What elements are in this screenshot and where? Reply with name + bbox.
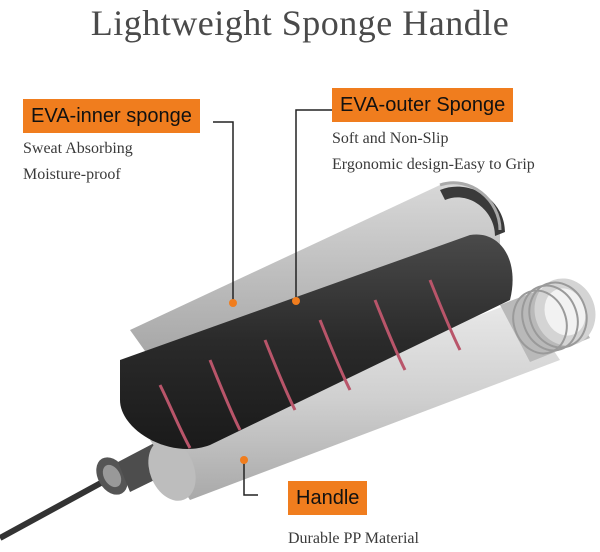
desc-line: Moisture-proof (23, 166, 121, 183)
callout-leader-lines (213, 109, 332, 496)
handle-desc: Durable PP Material (288, 526, 419, 552)
desc-line: Durable PP Material (288, 530, 419, 547)
inner-sponge-stripes (158, 279, 462, 449)
threaded-end (500, 278, 596, 362)
eva-outer-sponge-tag: EVA-outer Sponge (332, 88, 514, 122)
callout-dots (229, 297, 300, 464)
eva-inner-sponge-tag: EVA-inner sponge (23, 99, 200, 133)
eva-outer-sponge-desc: Soft and Non-Slip Ergonomic design-Easy … (332, 126, 535, 178)
eva-inner-sponge-desc: Sweat Absorbing Moisture-proof (23, 136, 133, 188)
sponge-body (120, 234, 513, 449)
desc-line: Ergonomic design-Easy to Grip (332, 156, 535, 173)
rope-cable (0, 475, 112, 541)
handle-tag: Handle (288, 481, 368, 515)
handle-core (148, 300, 560, 501)
page-title: Lightweight Sponge Handle (90, 3, 510, 43)
desc-line: Sweat Absorbing (23, 140, 133, 157)
desc-line: Soft and Non-Slip (332, 130, 449, 147)
